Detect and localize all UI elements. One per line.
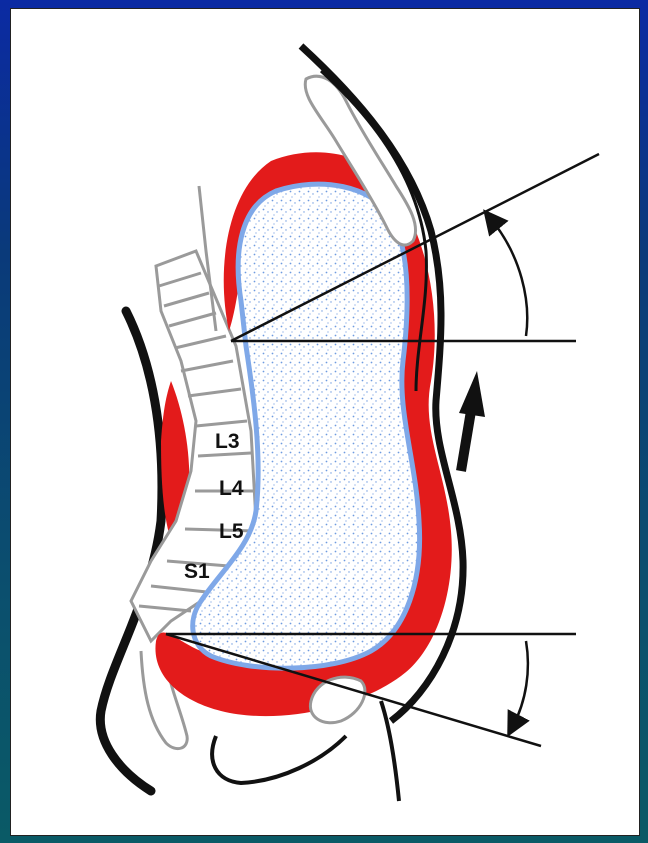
perineum-outline <box>212 736 346 783</box>
diagram-panel: L3 L4 L5 S1 <box>10 8 640 836</box>
upper-angle-arrow-icon <box>491 219 527 336</box>
pelvic-anatomy-diagram: L3 L4 L5 S1 <box>11 9 641 837</box>
up-arrow-icon <box>459 371 485 471</box>
label-l5: L5 <box>219 520 244 543</box>
lower-angle-arrow-icon <box>513 641 528 726</box>
label-l4: L4 <box>219 477 244 500</box>
label-s1: S1 <box>184 560 210 583</box>
label-l3: L3 <box>215 430 240 453</box>
